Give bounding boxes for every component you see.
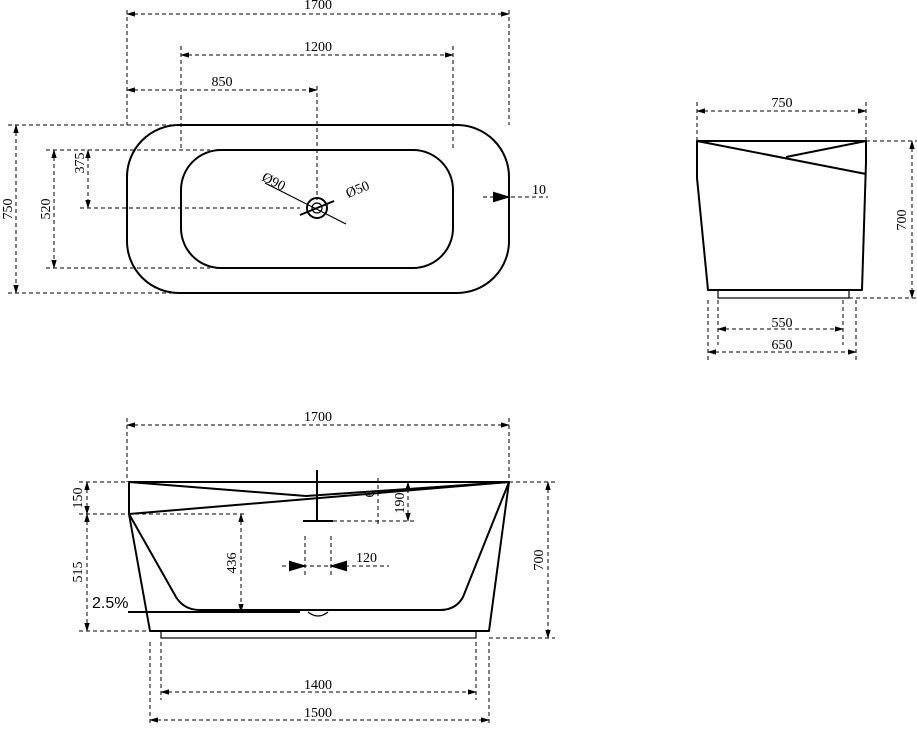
end-base-inner-label: 550 <box>772 316 793 331</box>
side-rim-height-label: 150 <box>71 488 86 509</box>
top-view: 1700 1200 850 750 520 375 Ø90 Ø50 10 <box>1 0 548 294</box>
end-base-outer-label: 650 <box>772 338 793 353</box>
side-view-basin <box>128 481 510 611</box>
faucet-offset-label: 6 <box>363 491 378 498</box>
drain-overflow-leader <box>264 182 347 225</box>
side-view-base <box>160 630 477 639</box>
top-inner-width-label: 520 <box>39 199 54 220</box>
top-inner-length-label: 1200 <box>304 40 332 55</box>
drain-inner-ring <box>311 202 323 214</box>
top-drain-depth-label: 375 <box>73 153 88 174</box>
end-view-body <box>696 140 867 291</box>
top-width-label: 750 <box>1 199 16 220</box>
slope-label: 2.5% <box>92 595 128 612</box>
side-view: 2.5% 1700 150 515 436 700 6 190 <box>71 410 555 726</box>
side-basin-depth-label: 515 <box>71 562 86 583</box>
end-view: 750 700 550 650 <box>696 96 917 362</box>
end-height-label: 700 <box>895 210 910 231</box>
top-drain-offset-label: 850 <box>212 75 233 90</box>
faucet-height-label: 190 <box>393 493 408 514</box>
end-view-base <box>717 289 850 299</box>
side-length-label: 1700 <box>304 410 332 425</box>
drain-diameter-leader <box>299 200 335 216</box>
spout-reach-label: 120 <box>356 551 377 566</box>
side-drain-depth-label: 436 <box>225 553 240 574</box>
rim-gap-label: 10 <box>532 183 546 198</box>
side-height-label: 700 <box>532 550 547 571</box>
top-length-label: 1700 <box>304 0 332 13</box>
drain-diameter-label: Ø50 <box>344 179 372 202</box>
overflow-diameter-label: Ø90 <box>259 170 287 194</box>
side-base-outer-label: 1500 <box>304 706 332 721</box>
side-base-inner-label: 1400 <box>304 678 332 693</box>
side-drain <box>307 611 329 617</box>
end-width-label: 750 <box>772 96 793 111</box>
top-view-outer-rim <box>126 124 510 294</box>
